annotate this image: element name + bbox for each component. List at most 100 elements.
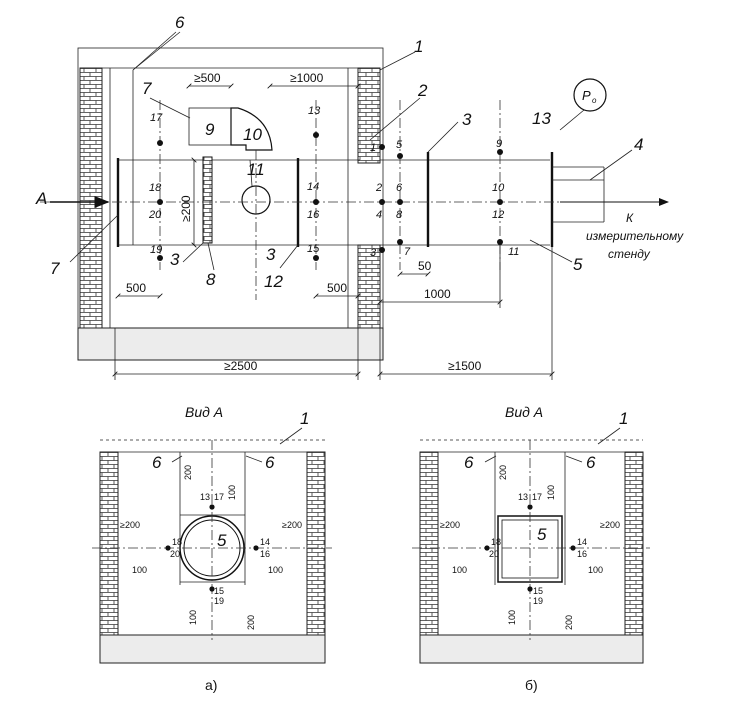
view-b-dim-100-right: 100 (588, 565, 603, 575)
view-b-dim-100-bottom: 100 (507, 610, 517, 625)
dim-200-vertical: ≥200 (179, 195, 193, 222)
callout-13: 13 (532, 109, 551, 128)
pt-20: 20 (148, 209, 162, 221)
plan-view: 17 18 20 19 13 14 16 15 1 5 2 6 4 8 3 7 … (35, 13, 684, 380)
view-a-callout-6-left: 6 (152, 453, 162, 472)
view-b-callout-5: 5 (537, 525, 547, 544)
floor-slab (77, 327, 384, 361)
view-a-dim-100-bottom: 100 (188, 610, 198, 625)
view-b-pt-18: 18 (491, 537, 501, 547)
view-a-pt-17: 17 (214, 492, 224, 502)
view-a-title-a: Вид А (185, 404, 223, 420)
pt-12: 12 (492, 209, 504, 221)
callout-4: 4 (634, 135, 643, 154)
callout-3-outlet: 3 (462, 110, 472, 129)
pressure-symbol: P (582, 88, 591, 103)
dim-500-right: 500 (327, 281, 347, 295)
callout-12: 12 (264, 272, 283, 291)
view-b-callout-1: 1 (619, 409, 628, 428)
view-a-dim-100-left: 100 (132, 565, 147, 575)
view-a-callout-6-right: 6 (265, 453, 275, 472)
callout-5: 5 (573, 255, 583, 274)
arrow-a-label: A (35, 189, 47, 208)
to-stand-line2: измерительному (586, 229, 684, 243)
view-b-pt-14: 14 (577, 537, 587, 547)
dim-1000: 1000 (424, 287, 451, 301)
callout-7-upper: 7 (142, 79, 152, 98)
view-a-callout-1: 1 (300, 409, 309, 428)
to-stand-line3: стенду (608, 247, 651, 261)
view-a-dim-100-top: 100 (227, 485, 237, 500)
view-b-right-wall (624, 451, 644, 636)
callout-10: 10 (243, 125, 262, 144)
view-b-floor (419, 634, 644, 664)
view-a-rect: Вид А 13 17 18 20 14 16 15 19 5 6 6 1 ≥2… (412, 404, 650, 693)
right-wall-lower (357, 244, 381, 329)
pt-4: 4 (376, 209, 382, 221)
pt-14: 14 (307, 181, 319, 193)
view-b-pt-16: 16 (577, 549, 587, 559)
view-a-pt-16: 16 (260, 549, 270, 559)
view-b-dim-200-left: ≥200 (440, 520, 460, 530)
device-10 (230, 107, 273, 151)
callout-6: 6 (175, 13, 185, 32)
pt-13: 13 (308, 105, 321, 117)
dim-500-left: 500 (126, 281, 146, 295)
pt-17: 17 (150, 112, 163, 124)
view-b-pt-17: 17 (532, 492, 542, 502)
view-b-pt-20: 20 (489, 549, 499, 559)
view-a-dim-200-left: ≥200 (120, 520, 140, 530)
pressure-gauge-icon (573, 78, 607, 112)
dim-2500: ≥2500 (224, 359, 258, 373)
callout-2: 2 (417, 81, 428, 100)
dim-50: 50 (418, 259, 432, 273)
pressure-subscript: o (592, 96, 597, 105)
view-a-caption: а) (205, 677, 217, 693)
pt-2: 2 (375, 182, 382, 194)
callout-11: 11 (247, 160, 265, 179)
dim-500-min: ≥500 (194, 71, 221, 85)
measuring-points (157, 132, 503, 261)
view-b-dim-200-top: 200 (498, 465, 508, 480)
to-stand-line1: К (626, 211, 634, 225)
pt-6: 6 (396, 182, 403, 194)
pt-10: 10 (492, 182, 505, 194)
view-b-caption: б) (525, 677, 538, 693)
view-b-pt-13: 13 (518, 492, 528, 502)
view-b-callout-6-left: 6 (464, 453, 474, 472)
view-a-round: Вид А 13 17 18 20 14 16 15 19 5 6 6 1 ≥2… (92, 404, 332, 693)
view-a-pt-18: 18 (172, 537, 182, 547)
callout-9: 9 (205, 120, 215, 139)
plan-dimensions (115, 86, 552, 380)
view-a-pt-20: 20 (170, 549, 180, 559)
pt-5: 5 (396, 139, 403, 151)
mesh-screen (202, 156, 213, 244)
pt-9: 9 (496, 138, 502, 150)
view-b-dim-200-right: ≥200 (600, 520, 620, 530)
view-a-pt-19: 19 (214, 596, 224, 606)
dim-1500: ≥1500 (448, 359, 482, 373)
view-a-dim-200-right: ≥200 (282, 520, 302, 530)
left-wall (79, 67, 103, 329)
view-a-left-wall (99, 451, 119, 636)
view-a-pt-13: 13 (200, 492, 210, 502)
view-b-pt-15: 15 (533, 586, 543, 596)
view-b-dim-100-top: 100 (546, 485, 556, 500)
view-a-dim-200-top: 200 (183, 465, 193, 480)
view-a-floor (99, 634, 326, 664)
pt-1: 1 (370, 142, 376, 154)
pt-11: 11 (508, 246, 519, 258)
right-wall-upper (357, 67, 381, 164)
view-a-callout-5: 5 (217, 531, 227, 550)
view-a-dim-100-right: 100 (268, 565, 283, 575)
pt-18: 18 (149, 182, 162, 194)
pt-3: 3 (370, 247, 377, 259)
view-b-callout-6-right: 6 (586, 453, 596, 472)
view-a-pt-14: 14 (260, 537, 270, 547)
view-b-left-wall (419, 451, 439, 636)
pt-7: 7 (404, 246, 411, 258)
callout-8: 8 (206, 270, 216, 289)
pt-16: 16 (307, 209, 320, 221)
view-a-pt-15: 15 (214, 586, 224, 596)
